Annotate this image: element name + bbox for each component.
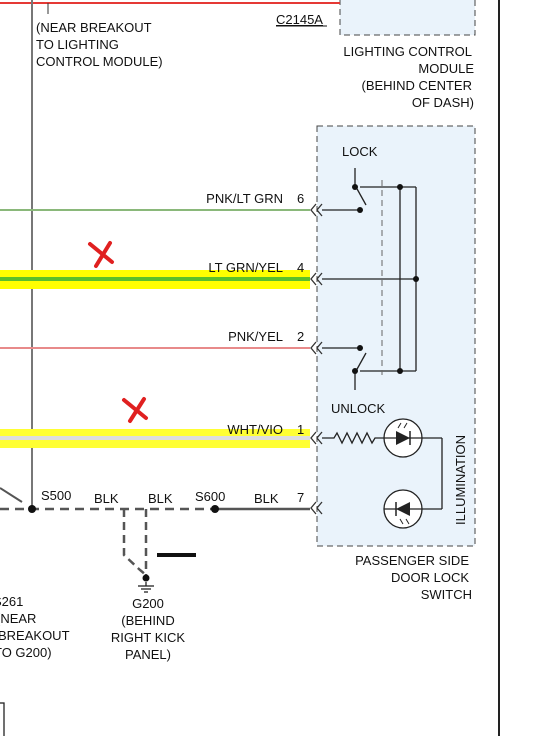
splice-s500	[28, 505, 36, 513]
x-mark-lt-grn-yel	[88, 241, 114, 268]
lcm-label-1: LIGHTING CONTROL	[343, 44, 472, 59]
switch-label-3: SWITCH	[421, 587, 472, 602]
lcm-label-4: OF DASH)	[412, 95, 474, 110]
s261-label-4: TO G200)	[0, 645, 52, 660]
connector-chevrons	[310, 203, 323, 515]
wire-label-wht-vio: WHT/VIO	[227, 422, 283, 437]
near-breakout-label-3: CONTROL MODULE)	[36, 54, 163, 69]
s261-label-2: (NEAR	[0, 611, 36, 626]
x-mark-wht-vio	[122, 397, 148, 423]
pin-4: 4	[297, 260, 304, 275]
bottom-left-box	[0, 702, 5, 736]
lcm-label-2: MODULE	[418, 61, 474, 76]
g200-label-3: RIGHT KICK	[111, 630, 185, 645]
near-breakout-label-2: TO LIGHTING	[36, 37, 119, 52]
near-breakout-label-1: (NEAR BREAKOUT	[36, 20, 152, 35]
illumination-led-bottom	[383, 489, 423, 529]
ground-wire-diagonal	[0, 487, 23, 503]
lock-label: LOCK	[342, 144, 378, 159]
lcm-label-3: (BEHIND CENTER	[361, 78, 472, 93]
unlock-label: UNLOCK	[331, 401, 386, 416]
switch-label-1: PASSENGER SIDE	[355, 553, 469, 568]
switch-label-2: DOOR LOCK	[391, 570, 469, 585]
ground-g200-dot	[142, 574, 150, 582]
blk-label-a: BLK	[94, 491, 119, 506]
wire-label-pnk-yel: PNK/YEL	[228, 329, 283, 344]
ground-drop-dashed	[122, 509, 148, 576]
lighting-control-module-box	[339, 0, 476, 36]
pin-2: 2	[297, 329, 304, 344]
g200-label-2: (BEHIND	[121, 613, 174, 628]
wire-label-lt-grn-yel: LT GRN/YEL	[208, 260, 283, 275]
s261-label-1: S261	[0, 594, 23, 609]
s261-label-3: BREAKOUT	[0, 628, 70, 643]
splice-s600	[211, 505, 219, 513]
g200-label-1: G200	[132, 596, 164, 611]
s500-label: S500	[41, 488, 71, 503]
illumination-led-top	[383, 418, 423, 458]
pin-6: 6	[297, 191, 304, 206]
illumination-label: ILLUMINATION	[453, 435, 468, 525]
blk-label-b: BLK	[148, 491, 173, 506]
wire-label-pnk-lt-grn: PNK/LT GRN	[206, 191, 283, 206]
door-lock-switch-box	[316, 125, 476, 547]
pin-1: 1	[297, 422, 304, 437]
s600-label: S600	[195, 489, 225, 504]
blk-label-c: BLK	[254, 491, 279, 506]
led-wiring	[422, 437, 443, 510]
switch-junction-dots	[352, 184, 419, 374]
resistor	[322, 431, 384, 445]
pin-7: 7	[297, 490, 304, 505]
ground-symbol-icon	[138, 582, 154, 593]
g200-label-4: PANEL)	[125, 647, 171, 662]
connector-c2145a-label: C2145A	[276, 12, 323, 27]
